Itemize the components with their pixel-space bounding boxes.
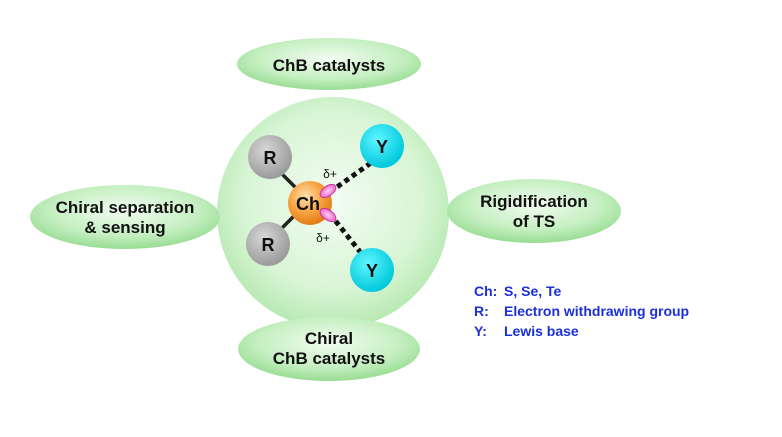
oval-rigidification-line2: of TS (513, 212, 556, 231)
delta-plus-bottom: δ+ (316, 231, 330, 245)
legend-row-ch: Ch: S, Se, Te (474, 281, 689, 301)
oval-chb-catalysts (237, 38, 421, 90)
r-label-top: R (264, 148, 277, 168)
oval-rigidification-line1: Rigidification (480, 192, 588, 211)
legend-value: Lewis base (504, 323, 579, 339)
r-sphere-bottom (246, 222, 290, 266)
ch-atom-label: Ch (296, 194, 320, 214)
sigma-hole-bottom (319, 208, 337, 222)
oval-rigidification (447, 179, 621, 243)
y-label-top: Y (376, 137, 388, 157)
oval-chiral-separation (30, 185, 220, 249)
chalcogen-bond-top (328, 157, 377, 195)
legend: Ch: S, Se, Te R: Electron withdrawing grou… (474, 281, 689, 341)
legend-key: Y: (474, 323, 487, 339)
delta-plus-top: δ+ (323, 167, 337, 181)
oval-chiral-chb-line1: Chiral (305, 329, 353, 348)
y-label-bottom: Y (366, 261, 378, 281)
legend-value: Electron withdrawing group (504, 303, 690, 319)
r-label-bottom: R (262, 235, 275, 255)
oval-chiral-chb-catalysts (238, 317, 420, 381)
legend-row-r: R: Electron withdrawing group (474, 301, 689, 321)
legend-value: S, Se, Te (504, 283, 562, 299)
legend-key: R: (474, 303, 489, 319)
sigma-hole-top (319, 184, 337, 198)
legend-key: Ch: (474, 283, 498, 299)
y-sphere-top (360, 124, 404, 168)
oval-chiral-chb-line2: ChB catalysts (273, 349, 385, 368)
r-sphere-top (248, 135, 292, 179)
legend-row-y: Y: Lewis base (474, 321, 689, 341)
chalcogen-bond-bottom (328, 212, 367, 260)
oval-chb-catalysts-label: ChB catalysts (273, 56, 385, 75)
oval-chiral-separation-line2: & sensing (84, 218, 165, 237)
oval-chiral-separation-line1: Chiral separation (56, 198, 195, 217)
y-sphere-bottom (350, 248, 394, 292)
